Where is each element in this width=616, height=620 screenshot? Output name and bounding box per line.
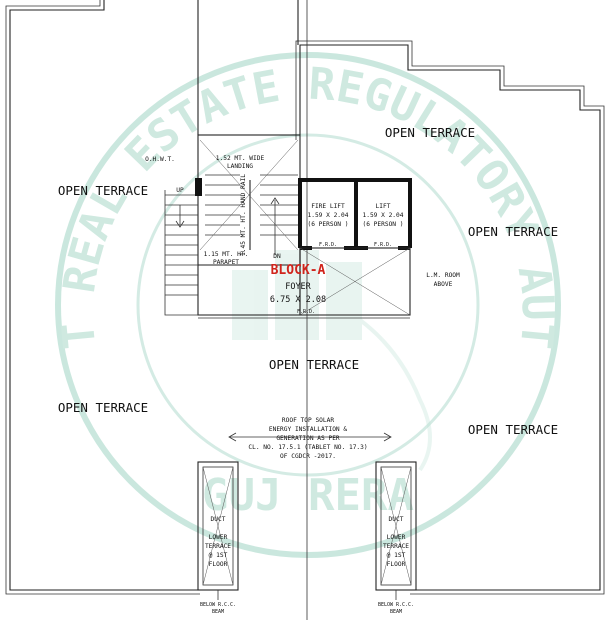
- beam-left-label-line2: BEAM: [212, 609, 224, 615]
- duct-right-label-line4: @ 1ST: [387, 552, 406, 559]
- solar-dimension-arrow: [228, 432, 392, 442]
- stair-down-label: DN: [273, 253, 281, 260]
- lift-label-line3: (6 PERSON ): [363, 221, 404, 228]
- solar-note-line3: GENERATION AS PER: [276, 435, 340, 442]
- duct-left-label-line1: DUCT: [211, 516, 226, 523]
- parapet-label-line2: PARAPET: [213, 259, 239, 266]
- landing-label-line2: LANDING: [227, 163, 253, 170]
- solar-note-line4: CL. NO. 17.5.1 (TABLET NO. 17.3): [248, 444, 367, 451]
- seal-text-bottom: GUJ RERA: [202, 470, 414, 521]
- open-terrace-right-bottom-label: OPEN TERRACE: [468, 422, 558, 437]
- stair-treads: [164, 139, 299, 316]
- hand-rail-label: 1.45 MT. HT. HAND RAIL: [240, 174, 247, 256]
- open-terrace-center-label: OPEN TERRACE: [269, 357, 359, 372]
- fire-lift-label-line3: (6 PERSON ): [308, 221, 349, 228]
- duct-left-label-line4: @ 1ST: [209, 552, 228, 559]
- lm-room-label-line2: ABOVE: [434, 281, 453, 288]
- fire-lift-label-line2: 1.59 X 2.04: [308, 212, 349, 219]
- solar-note-line2: ENERGY INSTALLATION &: [269, 426, 348, 433]
- stair-up-label: UP: [176, 187, 184, 194]
- duct-left-label-line3: TERRACE: [205, 543, 231, 550]
- beam-right-label-line1: BELOW R.C.C.: [378, 602, 414, 608]
- duct-right-label-line3: TERRACE: [383, 543, 409, 550]
- solar-note-line1: ROOF TOP SOLAR: [282, 417, 334, 424]
- solar-note-line5: OF CGDCR -2017.: [280, 453, 336, 460]
- block-name-label: BLOCK-A: [271, 263, 326, 278]
- ohwt-block: [195, 178, 202, 196]
- duct-right-label-line1: DUCT: [389, 516, 404, 523]
- open-terrace-right-mid-label: OPEN TERRACE: [468, 224, 558, 239]
- duct-left-label-line5: FLOOR: [209, 561, 228, 568]
- beam-left-label-line1: BELOW R.C.C.: [200, 602, 236, 608]
- open-terrace-left-top-label: OPEN TERRACE: [58, 183, 148, 198]
- fire-lift-label-line1: FIRE LIFT: [311, 203, 345, 210]
- fire-lift-frd-label: F.R.D.: [319, 242, 337, 248]
- beam-right-label-line2: BEAM: [390, 609, 402, 615]
- landing-label-line1: 1.52 MT. WIDE: [216, 155, 265, 162]
- open-terrace-left-bottom-label: OPEN TERRACE: [58, 400, 148, 415]
- site-boundary: [5, 0, 605, 595]
- foyer-label-line1: FOYER: [285, 282, 311, 292]
- duct-right-label-line5: FLOOR: [387, 561, 406, 568]
- duct-right: [375, 461, 417, 600]
- duct-left: [197, 461, 239, 600]
- duct-left-label-line2: LOWER: [209, 534, 228, 541]
- ohwt-label: O.H.W.T.: [145, 156, 175, 163]
- lift-label-line2: 1.59 X 2.04: [363, 212, 404, 219]
- lift-frd-label: F.R.D.: [374, 242, 392, 248]
- parapet-label-line1: 1.15 MT. HT.: [204, 251, 249, 258]
- open-terrace-top-right-label: OPEN TERRACE: [385, 125, 475, 140]
- foyer-area: [198, 247, 411, 319]
- foyer-frd-label: F.R.D.: [297, 309, 315, 315]
- duct-right-label-line2: LOWER: [387, 534, 406, 541]
- lm-room-label-line1: L.M. ROOM: [426, 272, 460, 279]
- foyer-label-line2: 6.75 X 2.08: [270, 295, 326, 305]
- lift-label-line1: LIFT: [376, 203, 391, 210]
